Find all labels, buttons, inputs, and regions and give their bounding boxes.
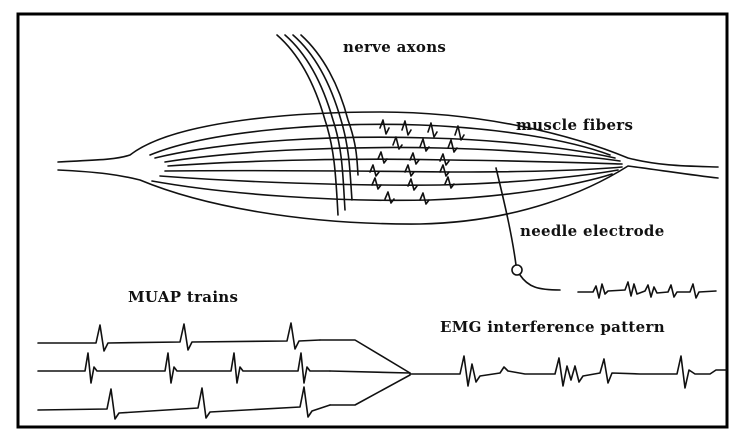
label-nerve-axons: nerve axons [343, 38, 446, 56]
muap-train-2 [38, 353, 330, 383]
muscle-fibers [150, 124, 622, 200]
electrode-signal-trace [578, 282, 716, 298]
muap-train-3 [38, 387, 330, 419]
label-emg-interference-pattern: EMG interference pattern [440, 318, 665, 336]
label-needle-electrode: needle electrode [520, 222, 665, 240]
figure-frame [18, 14, 727, 427]
summation-junction [320, 340, 410, 405]
muap-trains [38, 323, 330, 419]
label-muap-trains: MUAP trains [128, 288, 238, 306]
label-muscle-fibers: muscle fibers [516, 116, 633, 134]
muap-train-1 [38, 323, 320, 351]
emg-interference-trace [410, 356, 726, 388]
endplate-markers [370, 120, 464, 204]
